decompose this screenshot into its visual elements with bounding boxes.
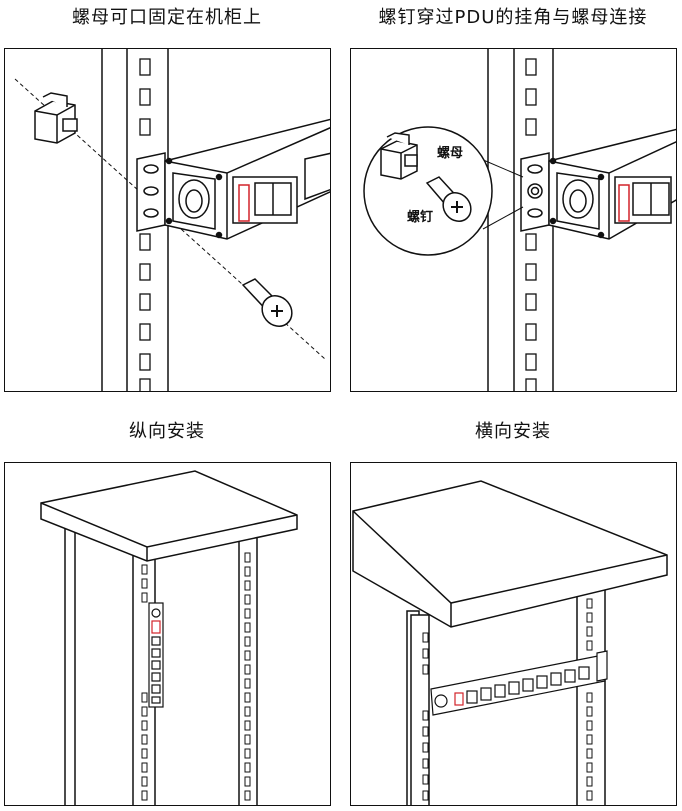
panel-4-drawing: [352, 480, 668, 805]
screw-icon: [425, 176, 472, 222]
panel-4-title: 横向安装: [475, 421, 551, 442]
rack-holes: [139, 58, 151, 391]
rack-holes: [525, 58, 537, 391]
panel-2-drawing: 螺母 螺钉: [363, 49, 676, 391]
pdu-bracket: [136, 152, 166, 232]
panel-3-drawing: [40, 470, 298, 805]
panel-1-title: 螺母可口固定在机柜上: [72, 7, 262, 28]
pdu-icon: [148, 602, 164, 708]
panel-1-drawing: [14, 49, 330, 391]
screw-label: 螺钉: [407, 209, 433, 225]
pdu-bracket: [520, 152, 550, 232]
panel-4-horizontal-install: [350, 462, 677, 806]
pdu-icon: [430, 650, 608, 716]
panel-2-title: 螺钉穿过PDU的挂角与螺母连接: [378, 7, 648, 28]
zoom-callout: [363, 126, 493, 256]
rack-holes: [141, 552, 251, 801]
cage-nut-icon: [380, 132, 418, 180]
cabinet-icon: [352, 480, 668, 805]
panel-3-vertical-install: [4, 462, 331, 806]
pdu-icon: [164, 118, 330, 240]
screw-icon: [241, 278, 293, 327]
rack-holes: [422, 598, 593, 801]
cabinet-icon: [40, 470, 298, 805]
panel-1-nut-fix: [4, 48, 331, 392]
pdu-icon: [548, 128, 676, 240]
panel-2-screw-through: 螺母 螺钉: [350, 48, 677, 392]
nut-label: 螺母: [437, 145, 463, 161]
cage-nut-icon: [34, 92, 78, 144]
panel-3-title: 纵向安装: [129, 421, 205, 442]
